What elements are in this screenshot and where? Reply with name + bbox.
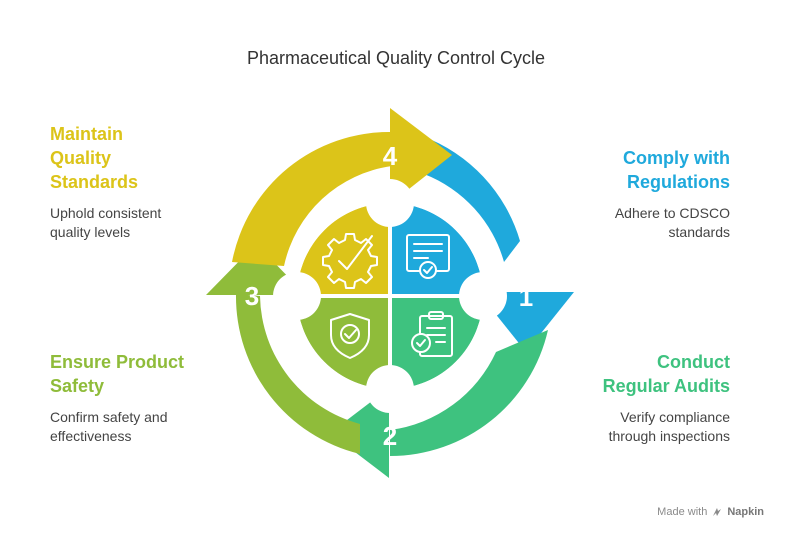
certificate-check-icon xyxy=(406,234,450,279)
napkin-logo-icon xyxy=(713,508,722,516)
step-3-description: Confirm safety and effectiveness xyxy=(50,409,168,444)
watermark-brand: Napkin xyxy=(727,506,764,518)
step-1-title: Comply with Regulations xyxy=(623,148,730,192)
step-4-description: Uphold consistent quality levels xyxy=(50,205,162,240)
arrow-head-4 xyxy=(390,108,452,204)
shield-check-icon xyxy=(330,313,370,359)
quadrant-1 xyxy=(390,203,483,296)
arrow-segment-4 xyxy=(232,131,392,266)
arrow-segment-2 xyxy=(390,330,548,457)
clipboard-check-icon xyxy=(411,311,453,357)
step-number-1: 1 xyxy=(519,282,533,312)
step-3-title: Ensure Product Safety xyxy=(50,352,185,396)
step-4-title: Maintain Quality Standards xyxy=(50,124,139,192)
arrow-segment-3 xyxy=(235,294,360,454)
step-1-description: Adhere to CDSCO standards xyxy=(614,205,730,240)
page-title: Pharmaceutical Quality Control Cycle xyxy=(246,48,546,68)
napkin-watermark: Made with Napkin xyxy=(657,506,764,518)
arrow-segment-1 xyxy=(422,136,520,262)
step-number-2: 2 xyxy=(383,421,397,451)
watermark-prefix: Made with xyxy=(657,506,708,518)
step-2-description: Verify compliance through inspections xyxy=(608,409,730,444)
step-number-3: 3 xyxy=(245,281,259,311)
gear-check-icon xyxy=(322,233,378,289)
step-number-4: 4 xyxy=(383,141,398,171)
quadrant-4 xyxy=(297,203,390,296)
step-2-title: Conduct Regular Audits xyxy=(602,352,730,396)
